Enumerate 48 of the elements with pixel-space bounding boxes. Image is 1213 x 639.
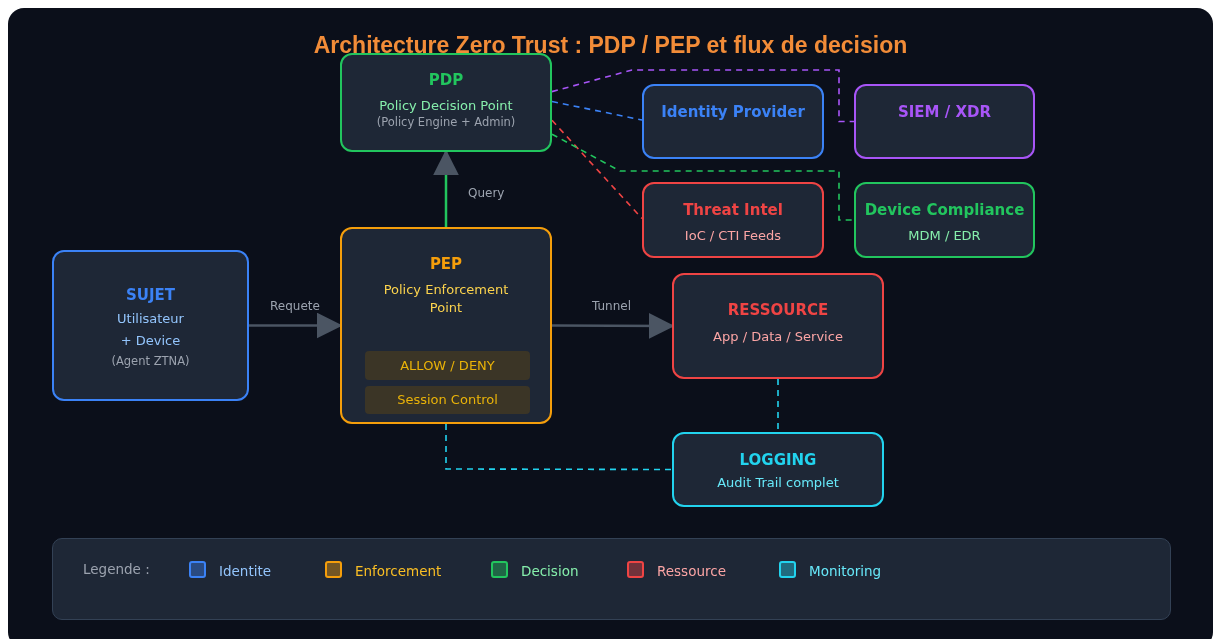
node-note: (Agent ZTNA) xyxy=(111,354,190,369)
enforcement-box xyxy=(340,227,552,424)
node-heading: LOGGING xyxy=(739,451,817,469)
service-box xyxy=(854,84,1035,159)
action-chip xyxy=(365,351,530,380)
legend-heading: Legende : xyxy=(83,561,150,577)
node-heading: SUJET xyxy=(125,286,175,304)
subject-box xyxy=(52,250,249,401)
action-chip xyxy=(365,386,530,414)
diagram-title: Architecture Zero Trust : PDP / PEP et flux de decision xyxy=(312,32,909,59)
node-heading: PEP xyxy=(429,255,463,273)
node-text: + Device xyxy=(120,331,181,350)
decision-box xyxy=(340,53,552,152)
node-heading: PDP xyxy=(428,71,464,89)
node-note: (Policy Engine + Admin) xyxy=(376,114,516,129)
node-text: Policy Decision Point xyxy=(379,97,513,115)
node-text: Policy Enforcement Point xyxy=(382,281,510,317)
edge-label: Requete xyxy=(270,299,320,313)
service-box xyxy=(642,182,824,258)
node-text: Session Control xyxy=(397,391,498,409)
node-heading: RESSOURCE xyxy=(727,301,829,319)
node-text: Audit Trail complet xyxy=(717,474,839,492)
node-heading: Threat Intel xyxy=(683,201,783,219)
node-text: Utilisateur xyxy=(117,310,184,328)
node-text: App / Data / Service xyxy=(713,328,843,346)
service-box xyxy=(854,182,1035,258)
resource-box xyxy=(672,273,884,379)
node-heading: Identity Provider xyxy=(661,103,805,121)
dashed-connector xyxy=(551,133,855,221)
dashed-connector xyxy=(551,119,643,220)
dashed-connector xyxy=(551,100,643,121)
legend-text: Enforcement xyxy=(355,563,442,579)
legend-text: Ressource xyxy=(657,563,726,579)
legend-text: Identite xyxy=(219,563,272,579)
edge-label: Query xyxy=(468,186,505,200)
legend-text: Decision xyxy=(521,563,579,579)
node-text: ALLOW / DENY xyxy=(400,356,495,375)
legend-text: Monitoring xyxy=(809,563,882,579)
node-text: IoC / CTI Feeds xyxy=(684,227,782,245)
node-heading: SIEM / XDR xyxy=(897,103,991,121)
node-text: MDM / EDR xyxy=(908,227,981,245)
logging-box xyxy=(672,432,884,507)
node-heading: Device Compliance xyxy=(864,201,1025,219)
edge-label: Tunnel xyxy=(592,299,632,313)
service-box xyxy=(642,84,824,159)
dashed-connector xyxy=(551,69,855,123)
arrow xyxy=(433,149,459,227)
dashed-connector xyxy=(445,423,673,471)
